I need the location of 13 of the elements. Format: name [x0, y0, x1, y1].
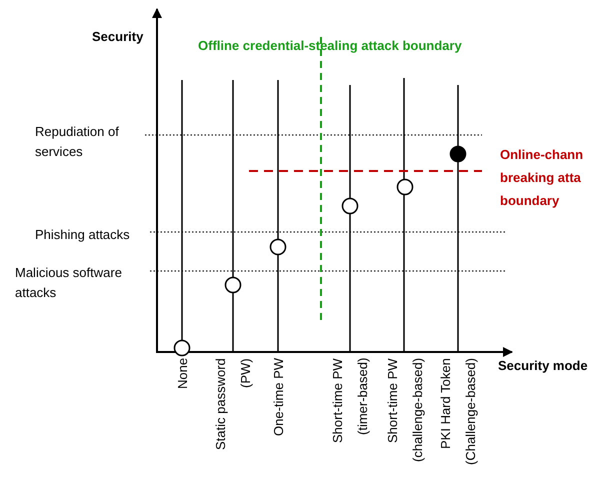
category-label: One-time PW — [270, 358, 287, 438]
category-label: Static password (PW) — [212, 358, 254, 452]
category-label: Short-time PW (challenge-based) — [384, 358, 426, 464]
boundary-label: Offline credential-stealing attack boundary — [198, 37, 463, 55]
threat-label: Repudiation of services — [35, 123, 120, 161]
threat-label: Phishing attacks — [35, 226, 131, 244]
category-label: Short-time PW (timer-based) — [329, 358, 371, 445]
axis-title: Security mode — [498, 357, 589, 375]
threat-label: Malicious software attacks — [15, 264, 123, 302]
axis-title: Security — [92, 28, 144, 46]
category-label: None — [174, 358, 191, 392]
boundary-label: Online-chann breaking atta boundary — [500, 146, 584, 210]
category-label: PKI Hard Token (Challenge-based) — [437, 358, 479, 467]
